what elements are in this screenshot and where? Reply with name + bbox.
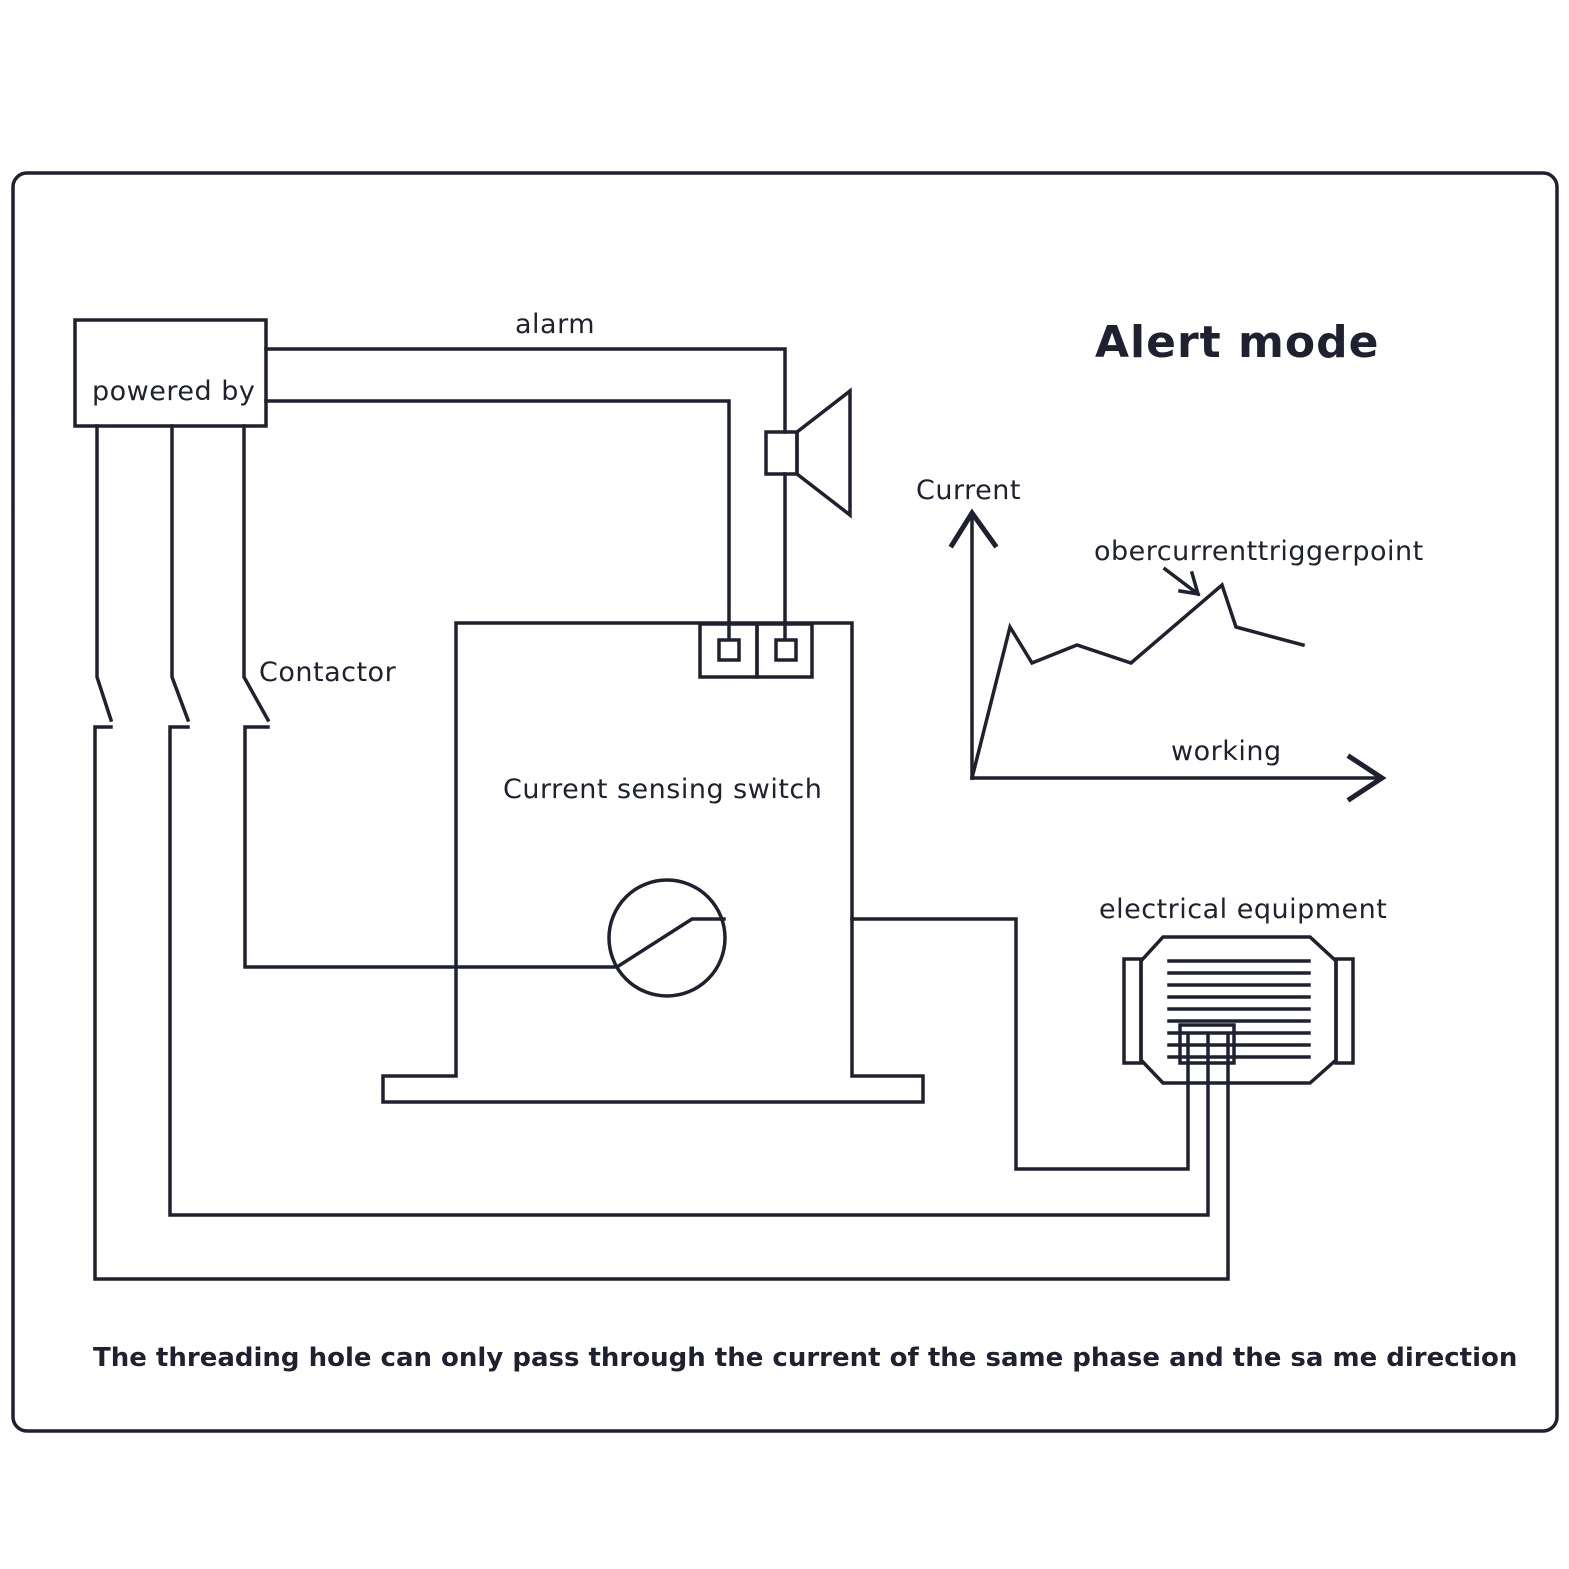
trigger-point-label: obercurrenttriggerpoint [1094,536,1424,567]
switch-terminals [698,622,814,679]
alarm-wire-lower [264,399,731,641]
powered-by-label: powered by [92,376,255,407]
load-wire [850,917,1190,1171]
current-graph [948,508,1387,803]
contactor-switches [93,424,1230,1281]
speaker-icon [764,387,852,519]
contactor-label: Contactor [259,657,397,688]
motor-icon [1122,935,1355,1085]
alarm-label: alarm [515,309,595,340]
x-axis-arrow-icon [1346,753,1387,803]
alarm-wire-upper [264,347,787,434]
diagram-frame [11,171,1559,1433]
y-axis-label: Current [916,475,1021,506]
trigger-arrow-icon [1162,566,1201,597]
threading-hole-icon [607,878,727,998]
current-trace [969,581,1306,781]
y-axis-arrow-icon [948,508,999,549]
diagram-title: Alert mode [1095,317,1379,368]
current-sensing-switch-label: Current sensing switch [503,774,822,805]
power-supply-box [73,318,268,428]
current-sensing-switch-body [381,621,925,1104]
x-axis-label: working [1171,736,1282,767]
footnote: The threading hole can only pass through… [93,1343,1517,1373]
electrical-equipment-label: electrical equipment [1099,894,1387,925]
